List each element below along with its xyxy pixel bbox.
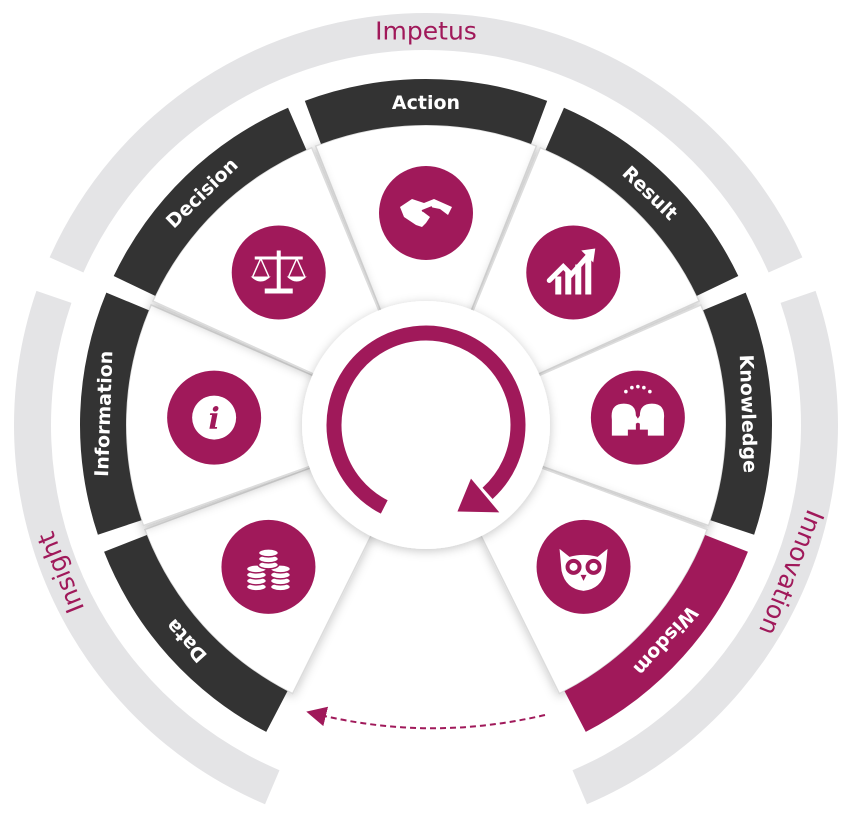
segment-band-information[interactable]: Information (79, 292, 149, 535)
band-arc (545, 107, 739, 296)
ring-arc (572, 290, 838, 805)
cycle-arrow-icon (326, 325, 526, 514)
owl-icon (536, 519, 631, 614)
band-arc (104, 534, 288, 732)
band-arc (703, 292, 772, 535)
dashed-arrow-icon (306, 706, 546, 730)
band-arc (113, 107, 307, 296)
svg-text:i: i (208, 402, 219, 437)
info-icon: i (167, 370, 262, 465)
scales-icon (231, 225, 326, 320)
band-arc (79, 292, 149, 535)
segment-label-information: Information (91, 350, 117, 477)
ring-label-impetus: Impetus (375, 17, 477, 46)
ring-section-impetus: Impetus (49, 12, 803, 273)
growth-chart-icon (526, 225, 621, 320)
segment-label-knowledge: Knowledge (735, 354, 761, 473)
coins-icon (221, 519, 316, 614)
segment-label-action: Action (392, 92, 460, 114)
segment-band-knowledge[interactable]: Knowledge (703, 292, 772, 535)
knowledge-heads-icon (590, 370, 685, 465)
band-arc (564, 534, 748, 732)
band-arc (304, 79, 548, 144)
ring-arc (14, 290, 280, 805)
handshake-icon (379, 166, 473, 260)
segment-band-action[interactable]: Action (304, 79, 548, 144)
ring-arc (49, 12, 803, 273)
